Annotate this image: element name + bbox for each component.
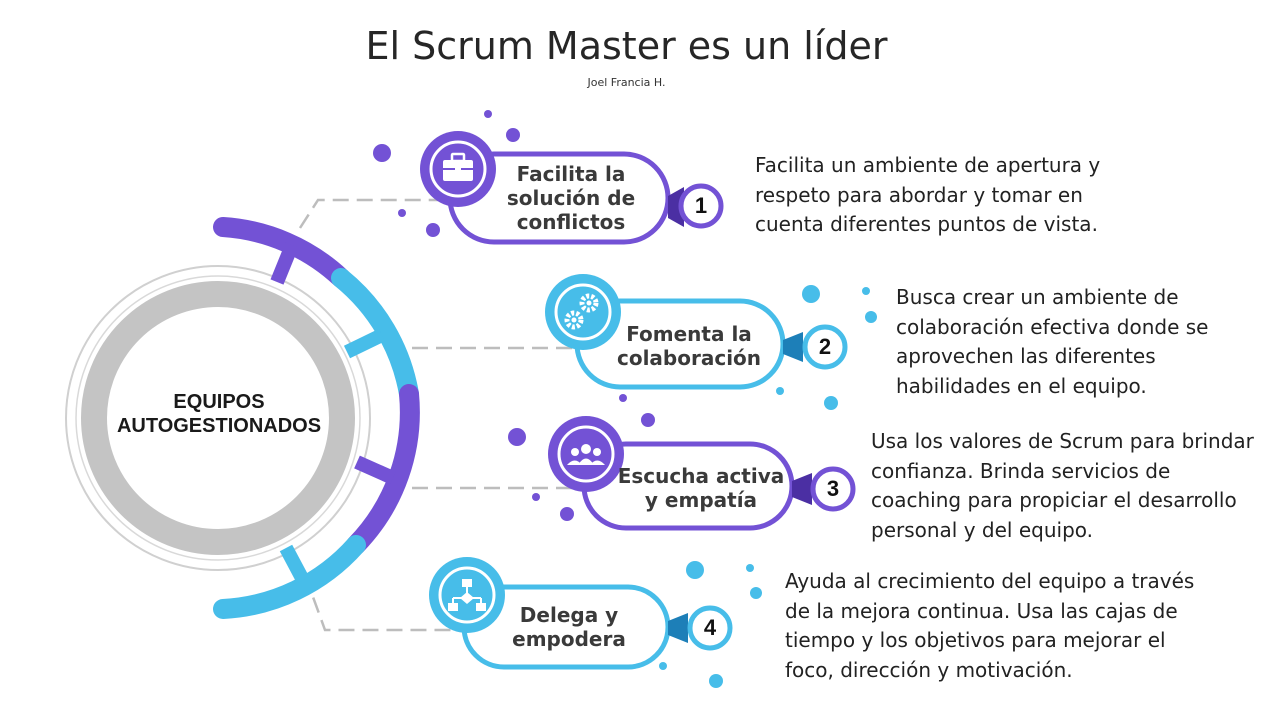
- step-3-description: Usa los valores de Scrum para brindar co…: [871, 429, 1254, 542]
- arc-segment-2: [331, 268, 419, 404]
- step-2-label: Fomenta la colaboración: [616, 322, 762, 370]
- step-4-pointer: [668, 613, 688, 643]
- gears-icon: [564, 293, 599, 330]
- step-4-description: Ayuda al crecimiento del equipo a través…: [785, 569, 1195, 682]
- step-1-number: 1: [694, 193, 708, 218]
- step-3-label: Escucha activa y empatía: [617, 464, 785, 512]
- arc-spoke-2: [343, 328, 386, 359]
- step-2-graphic: [545, 274, 848, 390]
- step-4-badge: [687, 605, 733, 651]
- hub-label: EQUIPOS AUTOGESTIONADOS: [116, 391, 322, 437]
- step-1-graphic: [420, 131, 724, 245]
- team-icon: [567, 444, 605, 465]
- step-2-number: 2: [818, 334, 832, 359]
- author-name: Joel Francia H.: [587, 76, 666, 89]
- step-2-badge: [802, 324, 848, 370]
- arc-segment-3: [346, 384, 420, 555]
- step-1-badge: [678, 183, 724, 229]
- step-1-pointer: [668, 187, 684, 227]
- arc-segment-4: [213, 535, 366, 619]
- step-3-badge: [810, 466, 856, 512]
- step-4-number: 4: [703, 615, 717, 640]
- connector-1: [298, 198, 445, 229]
- hub-outer-ring: [65, 265, 371, 571]
- step-1-label: Facilita la solución de conflictos: [506, 162, 636, 234]
- step-4-label: Delega y empodera: [512, 603, 626, 651]
- arc-spoke-4: [279, 544, 310, 584]
- arc-spoke-1: [270, 242, 299, 285]
- hub-gray-circle: [81, 281, 355, 555]
- connector-4: [303, 574, 460, 632]
- step-3-pointer: [792, 473, 812, 505]
- step-2-pointer: [783, 332, 803, 362]
- step-2-description: Busca crear un ambiente de colaboración …: [896, 285, 1209, 398]
- arc-spoke-3: [354, 455, 396, 485]
- step-3-number: 3: [826, 476, 840, 501]
- page-title: El Scrum Master es un líder: [365, 24, 888, 68]
- step-4-graphic: [429, 557, 733, 670]
- org-chart-icon: [448, 579, 486, 611]
- hub-inner-ring: [75, 275, 361, 561]
- decorative-dots: [373, 110, 877, 688]
- step-3-graphic: [548, 416, 856, 531]
- step-1-description: Facilita un ambiente de apertura y respe…: [755, 153, 1101, 236]
- arc-segment-1: [213, 217, 351, 288]
- briefcase-icon: [443, 152, 473, 181]
